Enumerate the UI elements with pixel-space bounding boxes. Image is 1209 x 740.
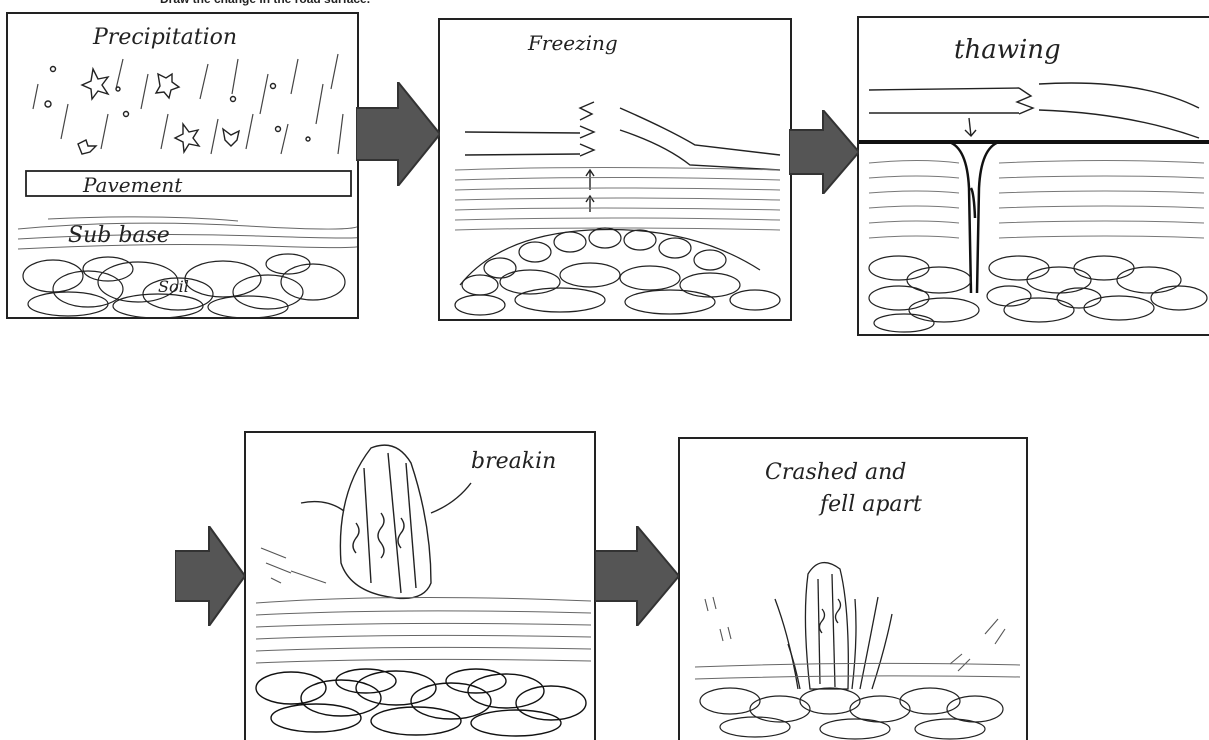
right-arrow-icon bbox=[595, 526, 679, 626]
panel-crashed: Crashed and fell apart bbox=[678, 437, 1028, 740]
soil-scribble bbox=[700, 688, 1003, 739]
lifted-pavement bbox=[869, 83, 1199, 138]
header-instruction: Draw the change in the road surface. bbox=[160, 0, 800, 8]
panel-title-freezing: Freezing bbox=[527, 31, 618, 55]
panel-title-precipitation: Precipitation bbox=[92, 25, 237, 50]
breakin-sketch: breakin bbox=[246, 433, 596, 740]
panel-precipitation: Precipitation Pavement S bbox=[6, 12, 359, 319]
panel-breakin: breakin bbox=[244, 431, 596, 740]
crashed-sketch: Crashed and fell apart bbox=[680, 439, 1028, 740]
subbase-strokes bbox=[695, 663, 1020, 679]
panel-title-crashed-line1: Crashed and bbox=[765, 460, 906, 485]
subbase-strokes bbox=[256, 597, 591, 663]
broken-chunk bbox=[301, 445, 471, 598]
panel-title-thawing: thawing bbox=[954, 35, 1061, 65]
soil-scribble bbox=[256, 669, 586, 736]
subbase-strokes bbox=[455, 168, 780, 231]
pothole-crack bbox=[949, 142, 999, 293]
label-pavement: Pavement bbox=[82, 173, 183, 197]
freezing-sketch: Freezing bbox=[440, 20, 792, 321]
frost-heave-soil bbox=[455, 228, 780, 315]
crumbled-chunk bbox=[775, 563, 892, 689]
label-soil: Soil bbox=[158, 277, 189, 296]
soil-scribble bbox=[869, 256, 1207, 332]
panel-freezing: Freezing bbox=[438, 18, 792, 321]
rain-streaks bbox=[33, 54, 343, 154]
right-arrow-icon bbox=[789, 110, 859, 194]
thawing-sketch: thawing bbox=[859, 18, 1209, 336]
panel-title-crashed-line2: fell apart bbox=[818, 492, 922, 517]
panel-title-breakin: breakin bbox=[471, 449, 556, 474]
heaved-pavement bbox=[465, 102, 780, 212]
panel-thawing: thawing bbox=[857, 16, 1209, 336]
label-subbase: Sub base bbox=[68, 223, 170, 248]
right-arrow-icon bbox=[175, 526, 245, 626]
motion-marks bbox=[261, 548, 326, 583]
subbase-strokes bbox=[869, 161, 1204, 239]
pavement-layer bbox=[26, 171, 351, 196]
snowflakes bbox=[45, 67, 310, 155]
precipitation-sketch: Precipitation Pavement S bbox=[8, 14, 359, 319]
right-arrow-icon bbox=[356, 82, 440, 186]
